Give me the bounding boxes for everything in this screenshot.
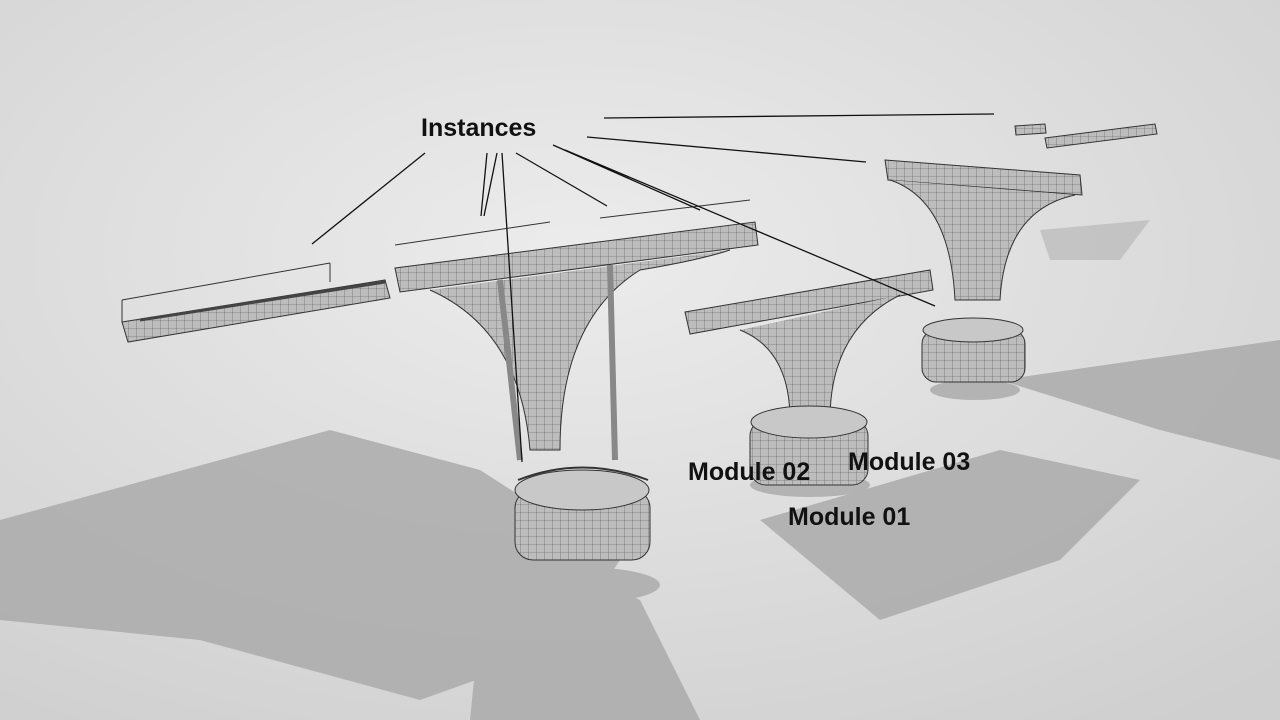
module-03-label: Module 03 [848, 448, 971, 476]
module-03-pier [884, 159, 1083, 383]
module-01-pier [394, 199, 759, 561]
deck-instance-left [121, 262, 391, 343]
deck-instance-far [1014, 123, 1158, 149]
module-01-label: Module 01 [788, 503, 911, 531]
instances-label: Instances [421, 114, 537, 142]
module-02-pier [684, 269, 934, 486]
leader-lines [311, 113, 995, 463]
module-02-label: Module 02 [688, 458, 811, 486]
